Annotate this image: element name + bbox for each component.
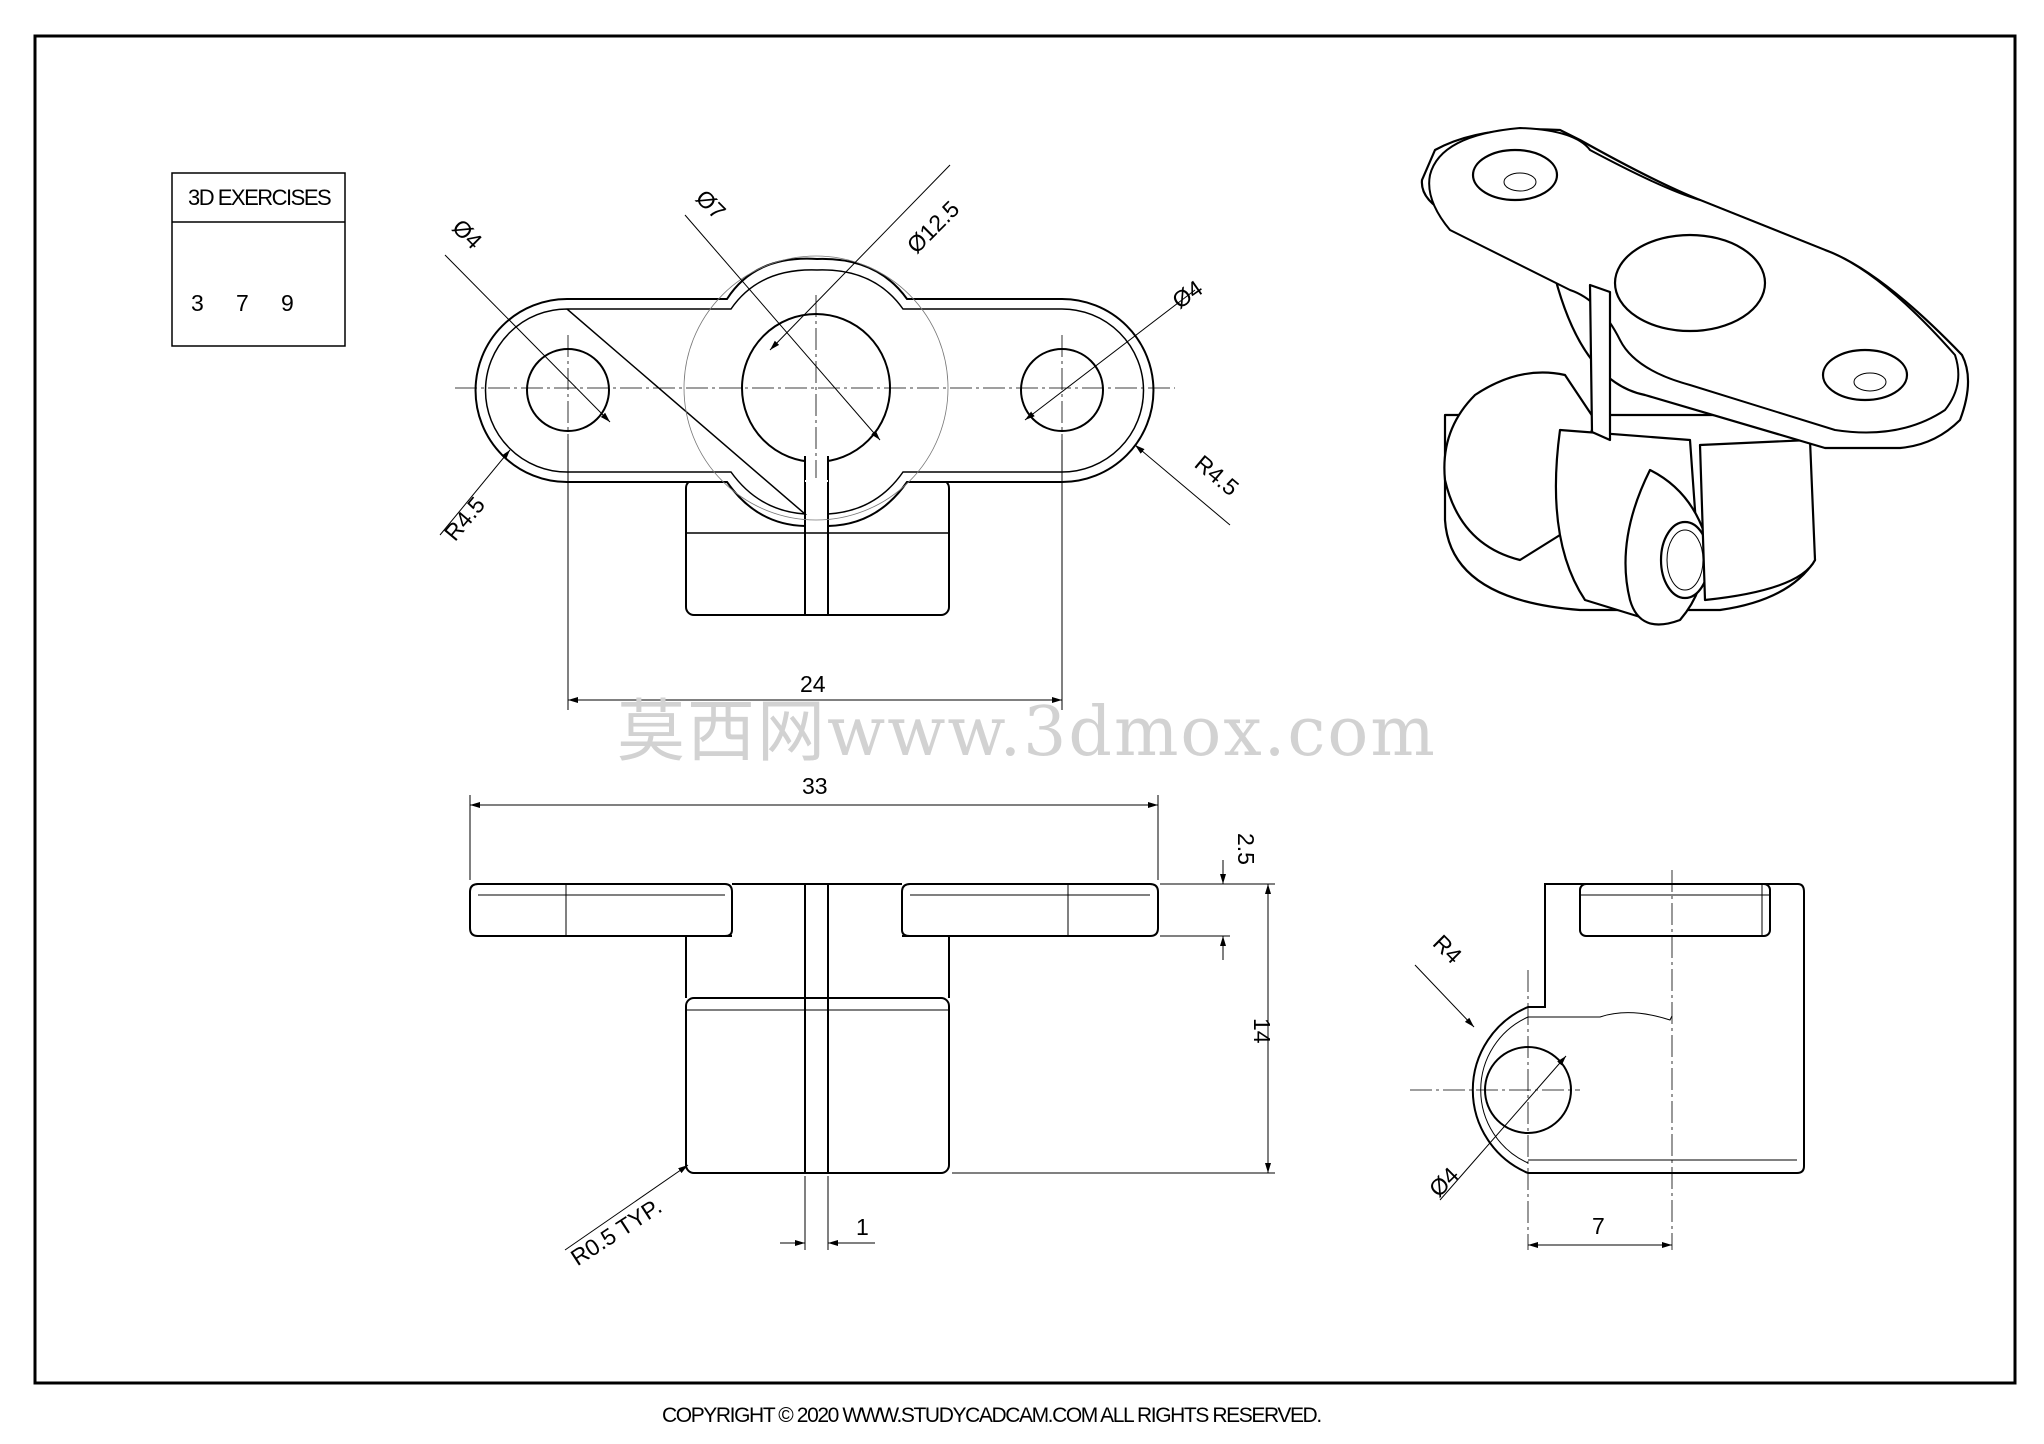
dim-radius-right: R4.5 <box>1190 450 1244 501</box>
front-view: 33 2.5 14 R0.5 TYP. 1 <box>469 773 1275 1271</box>
exercise-number-1: 3 <box>191 290 204 316</box>
dim-flange-thickness: 2.5 <box>1233 833 1259 865</box>
copyright-notice: COPYRIGHT © 2020 WWW.STUDYCADCAM.COM ALL… <box>662 1404 1321 1427</box>
dim-side-radius: R4 <box>1428 930 1467 969</box>
side-view: R4 Ø4 7 <box>1410 870 1805 1250</box>
sheet-border <box>33 34 2017 1385</box>
dim-side-offset: 7 <box>1592 1213 1605 1239</box>
title-block: 3D EXERCISES 3 7 9 <box>171 172 346 347</box>
dim-hole-spacing: 24 <box>800 671 826 697</box>
exercise-number-2: 7 <box>236 290 249 316</box>
dim-overall-height: 14 <box>1249 1018 1275 1044</box>
title-block-heading: 3D EXERCISES <box>188 185 331 210</box>
exercise-number-3: 9 <box>281 290 294 316</box>
dim-hole-left-dia: Ø4 <box>447 214 487 254</box>
watermark: 莫西网www.3dmox.com <box>617 693 1437 772</box>
isometric-view <box>1420 127 1970 626</box>
top-view: Ø4 Ø7 Ø12.5 Ø4 R4.5 R4.5 24 <box>439 164 1244 710</box>
dim-overall-length: 33 <box>802 773 828 799</box>
dim-fillet-note: R0.5 TYP. <box>566 1193 666 1271</box>
dim-radius-left: R4.5 <box>439 492 490 546</box>
dim-side-hole-dia: Ø4 <box>1424 1162 1464 1202</box>
dim-slot-width: 1 <box>856 1214 869 1240</box>
dim-hole-right-dia: Ø4 <box>1167 275 1207 314</box>
dim-boss-dia: Ø7 <box>691 185 731 225</box>
